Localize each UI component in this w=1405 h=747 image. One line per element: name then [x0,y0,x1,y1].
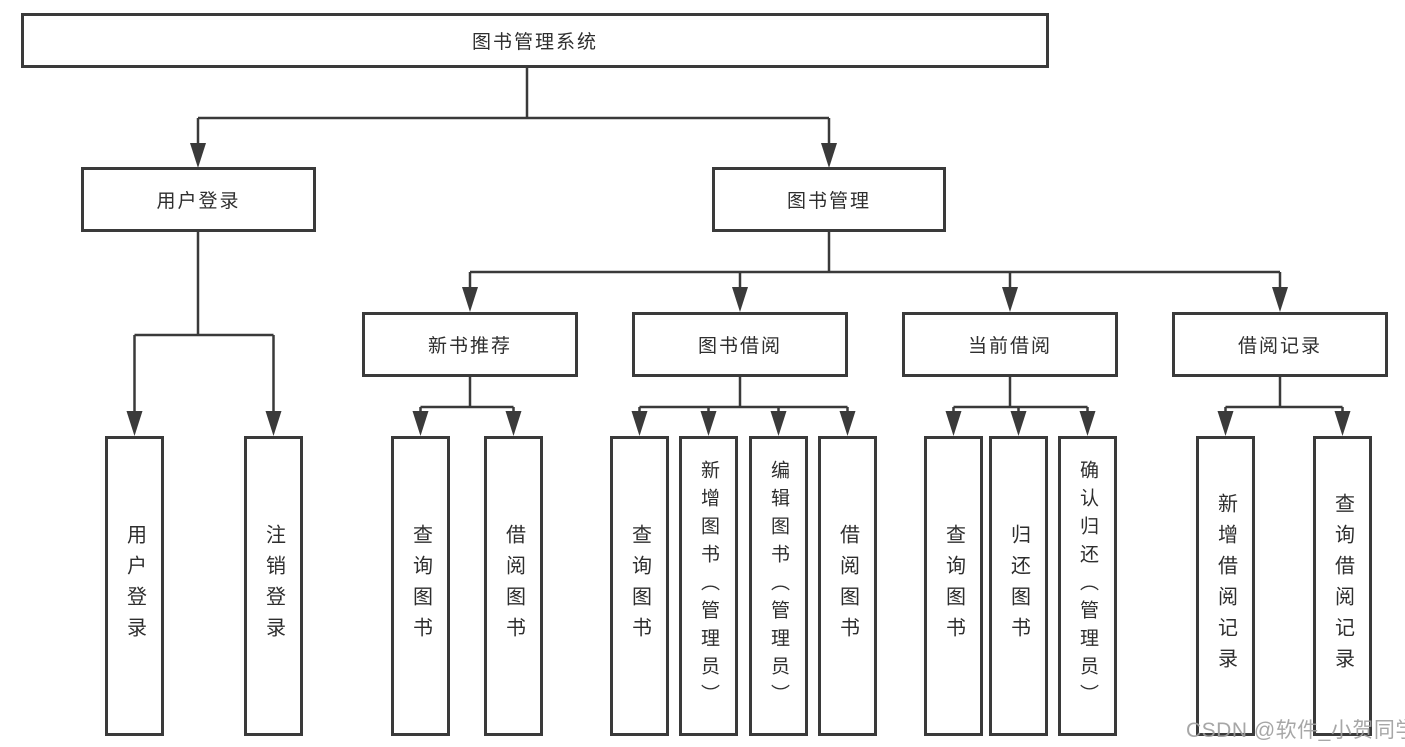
node-book-management-label: 图书管理 [786,191,871,212]
leaf-logout: 注销登录 [244,436,303,736]
node-book-management: 图书管理 [712,167,946,232]
leaf-newbook-query-books-label: 查询图书 [409,524,432,648]
node-book-borrow-label: 图书借阅 [697,336,782,357]
leaf-record-add-borrow-record-label: 新增借阅记录 [1214,493,1237,679]
leaf-borrow-query-books: 查询图书 [610,436,669,736]
node-new-book-recommend: 新书推荐 [362,312,578,377]
leaf-logout-label: 注销登录 [262,524,285,648]
node-root-system: 图书管理系统 [21,13,1049,68]
node-new-book-recommend-label: 新书推荐 [427,336,512,357]
leaf-borrow-edit-books-admin: 编辑图书（管理员） [749,436,808,736]
leaf-current-return-books-label: 归还图书 [1007,524,1030,648]
leaf-current-confirm-return-admin-label: 确认归还（管理员） [1077,460,1098,712]
node-book-borrow: 图书借阅 [632,312,848,377]
leaf-current-query-books: 查询图书 [924,436,983,736]
node-borrow-record: 借阅记录 [1172,312,1388,377]
leaf-borrow-borrow-books-label: 借阅图书 [836,524,859,648]
leaf-borrow-borrow-books: 借阅图书 [818,436,877,736]
leaf-newbook-query-books: 查询图书 [391,436,450,736]
leaf-user-login: 用户登录 [105,436,164,736]
node-current-borrow: 当前借阅 [902,312,1118,377]
leaf-record-query-borrow-record: 查询借阅记录 [1313,436,1372,736]
leaf-borrow-query-books-label: 查询图书 [628,524,651,648]
leaf-borrow-add-books-admin-label: 新增图书（管理员） [698,460,719,712]
node-root-system-label: 图书管理系统 [471,32,598,53]
csdn-watermark: CSDN @软件_小贺同学 [1186,719,1405,742]
node-borrow-record-label: 借阅记录 [1237,336,1322,357]
leaf-current-return-books: 归还图书 [989,436,1048,736]
node-user-login-label: 用户登录 [156,191,241,212]
leaf-newbook-borrow-books-label: 借阅图书 [502,524,525,648]
leaf-newbook-borrow-books: 借阅图书 [484,436,543,736]
node-current-borrow-label: 当前借阅 [967,336,1052,357]
leaf-current-query-books-label: 查询图书 [942,524,965,648]
leaf-current-confirm-return-admin: 确认归还（管理员） [1058,436,1117,736]
node-user-login: 用户登录 [81,167,316,232]
leaf-user-login-label: 用户登录 [123,524,146,648]
leaf-record-add-borrow-record: 新增借阅记录 [1196,436,1255,736]
leaf-borrow-edit-books-admin-label: 编辑图书（管理员） [768,460,789,712]
leaf-record-query-borrow-record-label: 查询借阅记录 [1331,493,1354,679]
leaf-borrow-add-books-admin: 新增图书（管理员） [679,436,738,736]
